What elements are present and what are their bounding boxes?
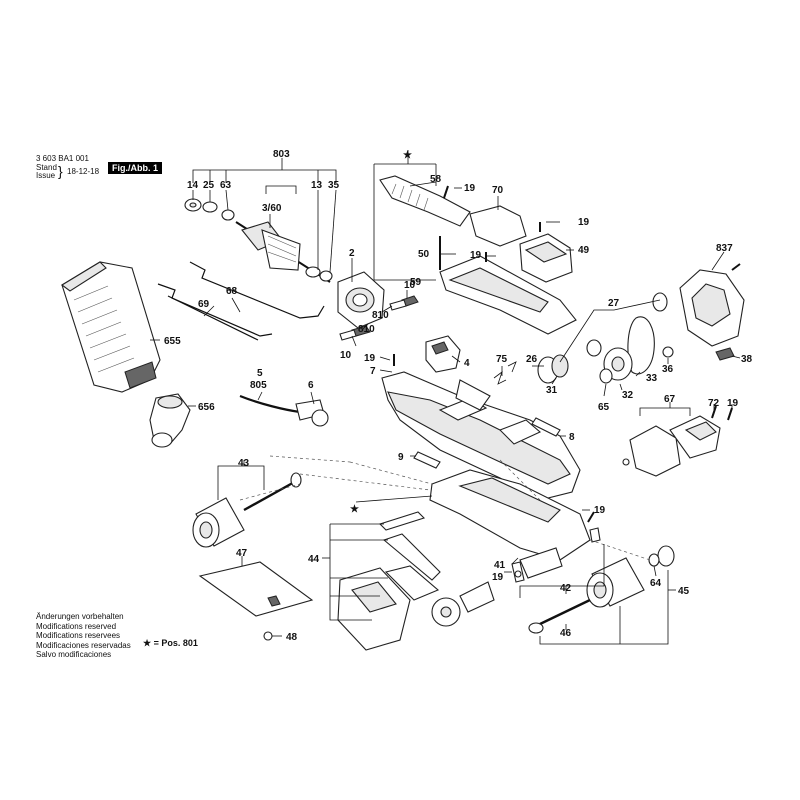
- label-803: 803: [273, 149, 290, 160]
- field-coil-part: [337, 271, 385, 329]
- switch-part: [425, 335, 517, 385]
- label-43: 43: [238, 458, 250, 469]
- label-10-a: 10: [404, 280, 416, 291]
- dust-box-part: [61, 261, 161, 393]
- label-67: 67: [664, 394, 676, 405]
- label-837: 837: [716, 243, 733, 254]
- label-41: 41: [494, 560, 506, 571]
- label-68: 68: [226, 286, 238, 297]
- label-805: 805: [250, 380, 267, 391]
- label-48: 48: [286, 632, 298, 643]
- brace-glyph: }: [58, 163, 63, 179]
- belt-drive-part: [537, 292, 674, 384]
- label-33: 33: [646, 373, 658, 384]
- power-cord-part: [239, 394, 329, 427]
- label-49: 49: [578, 245, 590, 256]
- stand-label: Stand: [36, 163, 57, 172]
- label-3-60: 3/60: [262, 203, 282, 214]
- figure-label: Fig./Abb. 1: [108, 162, 162, 174]
- label-69: 69: [198, 299, 210, 310]
- front-roller-part: [192, 472, 302, 548]
- label-26: 26: [526, 354, 538, 365]
- label-19-c: 19: [578, 217, 590, 228]
- label-19-a: 19: [364, 353, 376, 364]
- label-10-b: 10: [340, 350, 352, 361]
- label-6: 6: [308, 380, 314, 391]
- label-31: 31: [546, 385, 558, 396]
- graphite-plate-part: [198, 561, 314, 641]
- frame-assembly-part: [337, 511, 495, 651]
- label-27: 27: [608, 298, 620, 309]
- rear-roller-part: [528, 545, 675, 634]
- label-59: 59: [410, 277, 422, 288]
- main-housing-part: [381, 371, 581, 501]
- label-8: 8: [569, 432, 575, 443]
- label-656: 656: [198, 402, 215, 413]
- note-line: Modificaciones reservadas: [36, 640, 131, 650]
- label-47: 47: [236, 548, 248, 559]
- label-70: 70: [492, 185, 504, 196]
- label-star-lower: ★: [350, 504, 359, 515]
- label-19-d: 19: [470, 250, 482, 261]
- armature-part: [235, 221, 333, 283]
- label-star-top: ★: [403, 150, 412, 161]
- label-655: 655: [164, 336, 181, 347]
- base-plate-part: [429, 469, 591, 579]
- label-2: 2: [349, 248, 355, 259]
- bearing-washers-part: [184, 198, 235, 221]
- dust-adapter-part: [149, 393, 191, 448]
- label-58: 58: [430, 174, 442, 185]
- label-42: 42: [560, 583, 572, 594]
- callout-labels: 803 14 25 63 3/60 13 35 2 810 10 810 10 …: [164, 149, 753, 643]
- label-72: 72: [708, 398, 720, 409]
- label-25: 25: [203, 180, 215, 191]
- label-7: 7: [370, 366, 376, 377]
- end-cap-part: [679, 269, 745, 361]
- spring-wires-part: [157, 261, 325, 341]
- modification-notes: Änderungen vorbehalten Modifications res…: [36, 612, 131, 660]
- label-5: 5: [257, 368, 263, 379]
- label-75: 75: [496, 354, 508, 365]
- label-50: 50: [418, 249, 430, 260]
- label-19-e: 19: [727, 398, 739, 409]
- top-housing-part: [379, 175, 577, 335]
- rear-handle-part: [622, 415, 721, 477]
- label-36: 36: [662, 364, 674, 375]
- carbon-brushes-part: [339, 295, 419, 341]
- label-44: 44: [308, 554, 320, 565]
- label-19-f: 19: [594, 505, 606, 516]
- screws-part: [393, 185, 741, 523]
- label-32: 32: [622, 390, 634, 401]
- label-4: 4: [464, 358, 470, 369]
- doc-number: 3 603 BA1 001: [36, 154, 89, 163]
- label-14: 14: [187, 180, 199, 191]
- leader-lines: [150, 150, 741, 645]
- label-65: 65: [598, 402, 610, 413]
- label-64: 64: [650, 578, 662, 589]
- label-810-a: 810: [372, 310, 389, 321]
- label-38: 38: [741, 354, 753, 365]
- tension-screws-part: [511, 527, 601, 583]
- label-9: 9: [398, 452, 404, 463]
- label-13: 13: [311, 180, 323, 191]
- label-46: 46: [560, 628, 572, 639]
- label-810-b: 810: [358, 324, 375, 335]
- note-line: Modifications reserved: [36, 621, 117, 631]
- note-line: Modifications reservees: [36, 631, 121, 640]
- label-63: 63: [220, 180, 232, 191]
- label-19-b: 19: [464, 183, 476, 194]
- star-legend: ★ = Pos. 801: [143, 638, 198, 648]
- issue-label: Issue: [36, 171, 56, 180]
- label-19-g: 19: [492, 572, 504, 583]
- issue-date: 18-12-18: [67, 167, 100, 176]
- assembly-dashed-lines: [239, 455, 651, 561]
- label-45: 45: [678, 586, 690, 597]
- label-35: 35: [328, 180, 340, 191]
- note-line: Änderungen vorbehalten: [36, 612, 124, 621]
- note-line: Salvo modificaciones: [36, 650, 112, 659]
